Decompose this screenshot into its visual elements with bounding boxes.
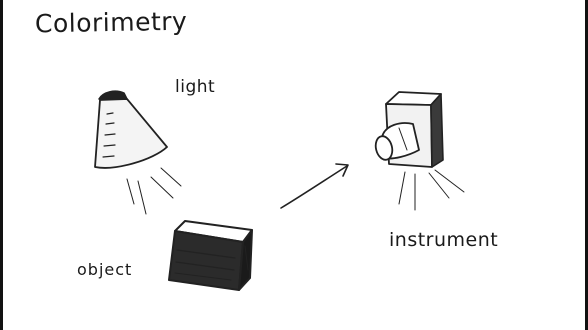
label-instrument: instrument — [389, 229, 498, 251]
page-title: Colorimetry — [35, 7, 188, 39]
arrow-icon — [281, 164, 348, 208]
instrument-camera-icon — [373, 92, 464, 210]
sketch-canvas — [3, 0, 588, 330]
object-box-icon — [169, 221, 252, 290]
label-object: object — [77, 260, 132, 279]
label-light: light — [175, 77, 215, 97]
lamp-icon — [95, 91, 181, 214]
